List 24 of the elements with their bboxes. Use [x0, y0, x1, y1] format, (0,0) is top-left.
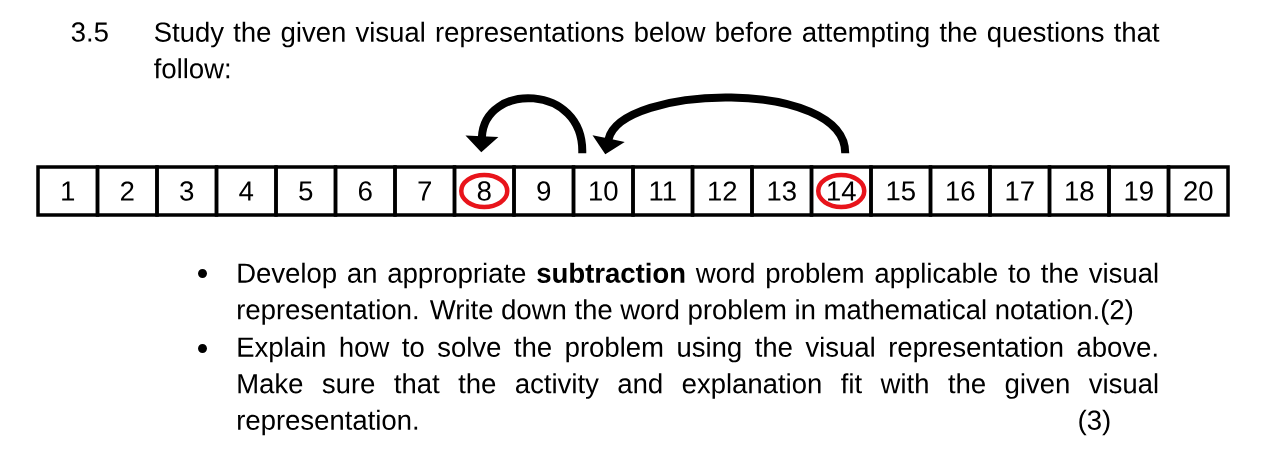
number-cell: 13	[750, 165, 814, 217]
number-cell: 4	[214, 165, 278, 217]
number-cell: 20	[1166, 165, 1230, 217]
number-cell: 7	[393, 165, 457, 217]
number-cell: 12	[690, 165, 754, 217]
number-cell: 9	[512, 165, 576, 217]
question-text: Study the given visual representations below before attempting the questions that follow:	[154, 21, 1160, 79]
number-cell: 3	[155, 165, 219, 217]
circled-number: 8	[459, 172, 510, 210]
number-cell: 2	[95, 165, 159, 217]
number-cell: 6	[333, 165, 397, 217]
number-cell: 18	[1047, 165, 1111, 217]
bullet-text: Develop an appropriate subtraction word problem applicable to the visual representation. Write down the word problem in mathematical notation.(2)	[238, 262, 1158, 325]
number-cell: 16	[928, 165, 992, 217]
number-cell: 5	[274, 165, 338, 217]
number-cell: 11	[631, 165, 695, 217]
question-number: 3.5	[71, 22, 108, 42]
bullet-text: Explain how to solve the problem using the visual representation above. Make sure that the activity and explanation fit with the given visual representation. (3)	[238, 336, 1158, 436]
number-cell: 19	[1107, 165, 1171, 217]
number-cell: 1	[36, 165, 100, 217]
number-cell: 17	[988, 165, 1052, 217]
number-cell: 15	[869, 165, 933, 217]
circled-number: 14	[816, 172, 867, 210]
number-cell: 10	[571, 165, 635, 217]
